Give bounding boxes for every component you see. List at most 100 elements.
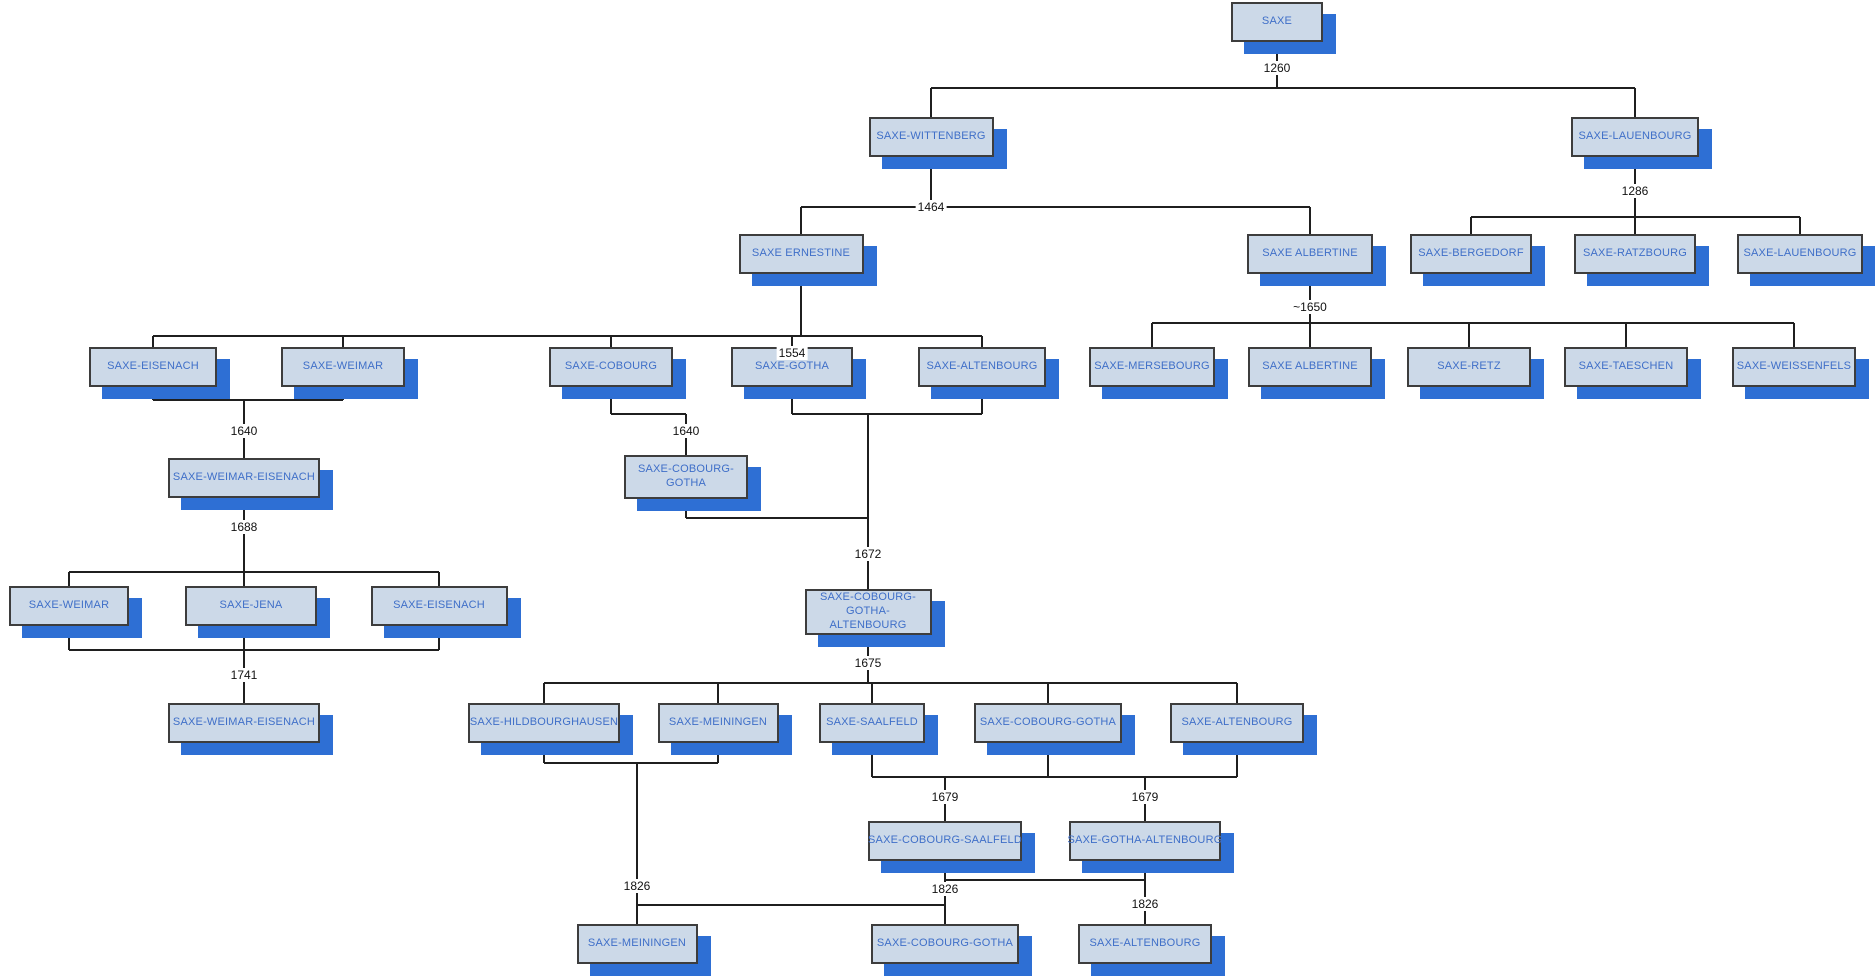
connector-line — [871, 743, 873, 777]
node-taeschen[interactable]: SAXE-TAESCHEN — [1564, 347, 1688, 387]
node-cobourg-gotha2[interactable]: SAXE-COBOURG-GOTHA — [974, 703, 1122, 743]
connector-line — [981, 387, 983, 414]
node-eisenach2[interactable]: SAXE-EISENACH — [370, 586, 508, 626]
node-label: SAXE-EISENACH — [107, 360, 199, 373]
connector-line — [792, 413, 982, 415]
edge-date-label: 1675 — [852, 656, 884, 670]
connector-line — [981, 336, 983, 347]
connector-line — [871, 683, 873, 703]
connector-line — [1236, 683, 1238, 703]
edge-date-label: 1554 — [776, 346, 808, 360]
node-altenbourg3[interactable]: SAXE-ALTENBOURG — [1078, 924, 1212, 964]
node-label: SAXE-GOTHA — [754, 360, 830, 373]
node-eisenach[interactable]: SAXE-EISENACH — [89, 347, 217, 387]
node-saalfeld[interactable]: SAXE-SAALFELD — [819, 703, 925, 743]
connector-line — [1309, 207, 1311, 234]
connector-line — [800, 207, 802, 234]
node-cobourg-saalfeld[interactable]: SAXE-COBOURG-SAALFELD — [868, 821, 1022, 861]
node-weimar-eisenach[interactable]: SAXE-WEIMAR-EISENACH — [168, 458, 320, 498]
connector-line — [867, 414, 869, 589]
node-label: SAXE-WEIMAR-EISENACH — [172, 471, 316, 484]
connector-line — [801, 206, 1310, 208]
node-jena[interactable]: SAXE-JENA — [185, 586, 317, 626]
connector-line — [1236, 743, 1238, 777]
node-label: SAXE-TAESCHEN — [1578, 360, 1674, 373]
node-label: SAXE ERNESTINE — [751, 247, 851, 260]
node-cobourg-gotha3[interactable]: SAXE-COBOURG-GOTHA — [871, 924, 1019, 964]
node-saxe[interactable]: SAXE — [1231, 2, 1323, 42]
node-mersebourg[interactable]: SAXE-MERSEBOURG — [1089, 347, 1215, 387]
node-label: SAXE-COBOURG — [564, 360, 658, 373]
node-hildbourghausen[interactable]: SAXE-HILDBOURGHAUSEN — [468, 703, 620, 743]
node-weimar-eisenach2[interactable]: SAXE-WEIMAR-EISENACH — [168, 703, 320, 743]
node-altenbourg2[interactable]: SAXE-ALTENBOURG — [1170, 703, 1304, 743]
edge-date-label: 1464 — [915, 200, 947, 214]
node-label: SAXE-COBOURG-SAALFELD — [868, 834, 1022, 847]
connector-line — [544, 762, 718, 764]
edge-date-label: 1640 — [228, 424, 260, 438]
node-altenbourg[interactable]: SAXE-ALTENBOURG — [918, 347, 1046, 387]
node-cg-altenbourg[interactable]: SAXE-COBOURG-GOTHA-ALTENBOURG — [804, 589, 932, 635]
node-label: SAXE-MERSEBOURG — [1094, 360, 1210, 373]
node-weimar2[interactable]: SAXE-WEIMAR — [9, 586, 129, 626]
node-albertine2[interactable]: SAXE ALBERTINE — [1248, 347, 1372, 387]
node-meiningen2[interactable]: SAXE-MEININGEN — [576, 924, 698, 964]
node-label: SAXE-COBOURG-GOTHA-ALTENBOURG — [819, 591, 917, 631]
connector-line — [872, 776, 1237, 778]
edge-date-label: 1688 — [228, 520, 260, 534]
node-wittenberg[interactable]: SAXE-WITTENBERG — [868, 117, 994, 157]
connector-line — [1634, 88, 1636, 117]
node-label: SAXE-WEIMAR — [28, 599, 110, 612]
node-label: SAXE-RATZBOURG — [1582, 247, 1688, 260]
node-label: SAXE-JENA — [219, 599, 283, 612]
node-weissenfels[interactable]: SAXE-WEISSENFELS — [1732, 347, 1856, 387]
node-retz[interactable]: SAXE-RETZ — [1407, 347, 1531, 387]
edge-date-label: ~1650 — [1291, 300, 1329, 314]
edge-date-label: 1640 — [670, 424, 702, 438]
node-gotha-altenbourg[interactable]: SAXE-GOTHA-ALTENBOURG — [1068, 821, 1222, 861]
connector-line — [611, 413, 686, 415]
node-meiningen[interactable]: SAXE-MEININGEN — [657, 703, 779, 743]
node-label: SAXE-EISENACH — [393, 599, 485, 612]
node-label: SAXE ALBERTINE — [1262, 360, 1358, 373]
node-label: SAXE ALBERTINE — [1262, 247, 1358, 260]
node-cobourg[interactable]: SAXE-COBOURG — [549, 347, 673, 387]
node-weimar[interactable]: SAXE-WEIMAR — [281, 347, 405, 387]
node-ratzbourg[interactable]: SAXE-RATZBOURG — [1574, 234, 1696, 274]
connector-line — [717, 683, 719, 703]
connector-line — [1470, 217, 1472, 234]
connector-line — [342, 336, 344, 347]
node-lauenbourg[interactable]: SAXE-LAUENBOURG — [1571, 117, 1699, 157]
edge-date-label: 1260 — [1261, 61, 1293, 75]
connector-line — [930, 88, 932, 117]
node-lauenbourg2[interactable]: SAXE-LAUENBOURG — [1737, 234, 1863, 274]
connector-line — [153, 399, 343, 401]
node-bergedorf[interactable]: SAXE-BERGEDORF — [1410, 234, 1532, 274]
connector-line — [1151, 323, 1153, 347]
node-label: SAXE-ALTENBOURG — [1181, 716, 1293, 729]
edge-date-label: 1826 — [621, 879, 653, 893]
connector-line — [69, 649, 439, 651]
connector-line — [1152, 322, 1794, 324]
edge-date-label: 1826 — [1129, 897, 1161, 911]
connector-line — [930, 157, 932, 207]
connector-line — [1793, 323, 1795, 347]
connector-line — [153, 335, 982, 337]
node-ernestine[interactable]: SAXE ERNESTINE — [738, 234, 864, 274]
connector-line — [791, 336, 793, 347]
node-label: SAXE-ALTENBOURG — [1089, 937, 1201, 950]
connector-line — [1634, 217, 1636, 234]
connector-line — [1047, 743, 1049, 777]
edge-date-label: 1741 — [228, 668, 260, 682]
edge-date-label: 1679 — [929, 790, 961, 804]
connector-line — [610, 387, 612, 414]
connector-line — [800, 274, 802, 336]
node-label: SAXE-COBOURG-GOTHA — [979, 716, 1117, 729]
node-albertine[interactable]: SAXE ALBERTINE — [1247, 234, 1373, 274]
connector-line — [152, 336, 154, 347]
connector-line — [1799, 217, 1801, 234]
connector-line — [543, 683, 545, 703]
node-label: SAXE-LAUENBOURG — [1743, 247, 1857, 260]
connector-line — [931, 87, 1635, 89]
node-cobourg-gotha[interactable]: SAXE-COBOURG-GOTHA — [624, 455, 748, 499]
